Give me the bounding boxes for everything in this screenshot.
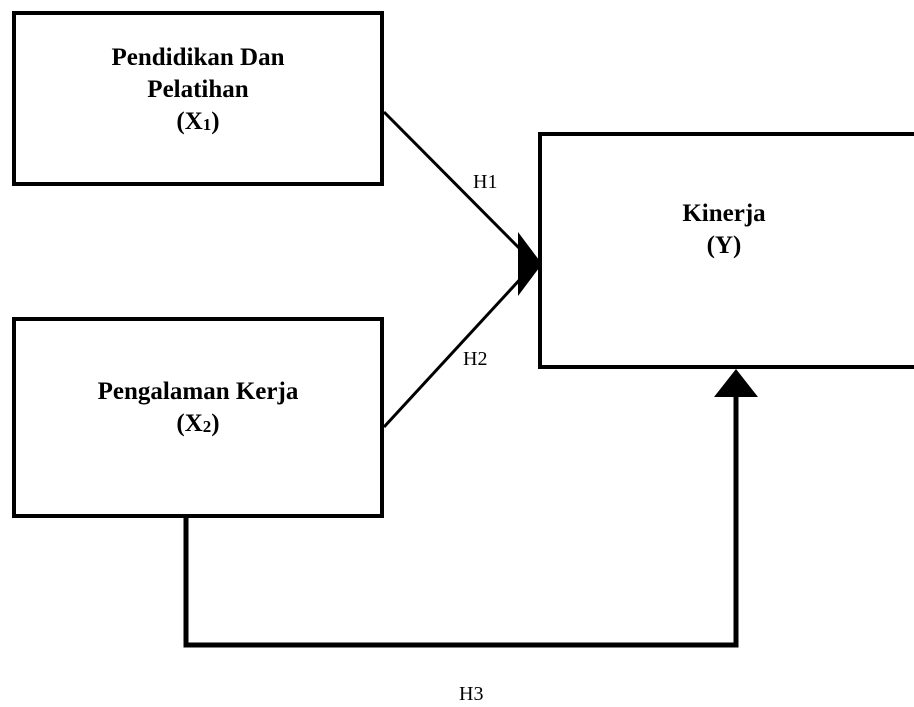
x2-code: (X2) bbox=[176, 409, 220, 437]
y-code: (Y) bbox=[706, 231, 742, 259]
x1-label-line1: Pendidikan Dan bbox=[111, 43, 285, 71]
arrow-h1-line bbox=[382, 110, 526, 255]
hypothesis-label-h1: H1 bbox=[473, 171, 498, 193]
arrow-h1-h2-head bbox=[518, 232, 542, 296]
hypothesis-label-h2: H2 bbox=[463, 348, 488, 370]
x1-code-main: X bbox=[184, 107, 203, 135]
variable-box-y: Kinerja (Y) bbox=[538, 132, 914, 369]
x1-label-line2: Pelatihan bbox=[147, 75, 249, 103]
y-label-line1: Kinerja bbox=[682, 199, 766, 227]
x2-label-line1: Pengalaman Kerja bbox=[97, 377, 299, 405]
x2-code-sub: 2 bbox=[202, 416, 212, 436]
variable-box-x1: Pendidikan Dan Pelatihan (X1) bbox=[12, 11, 384, 186]
arrow-h3-head bbox=[714, 369, 758, 397]
variable-box-x2: Pengalaman Kerja (X2) bbox=[12, 317, 384, 518]
hypothesis-label-h3: H3 bbox=[459, 683, 484, 705]
arrow-h2-line bbox=[382, 273, 526, 429]
x1-code: (X1) bbox=[176, 107, 220, 135]
y-label-group: Kinerja (Y) bbox=[682, 198, 765, 262]
x1-code-sub: 1 bbox=[202, 114, 212, 134]
arrow-h3-line bbox=[183, 388, 739, 648]
x2-code-main: X bbox=[184, 409, 203, 437]
